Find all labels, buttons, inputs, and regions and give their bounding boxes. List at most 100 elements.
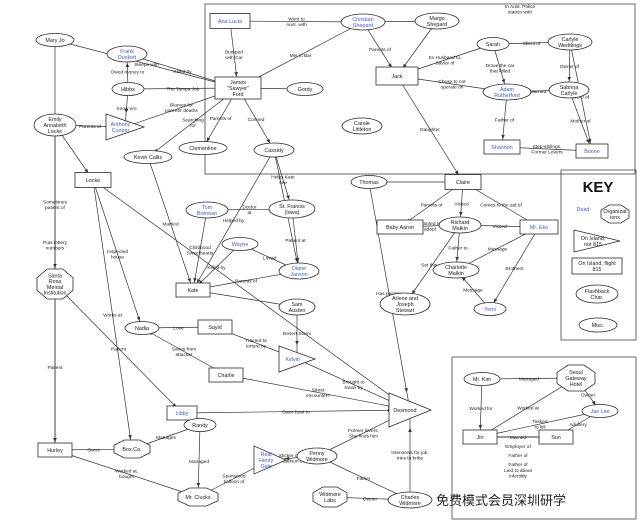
node-ellipse <box>178 141 228 155</box>
node-label: Sun <box>551 435 561 441</box>
node-mrkim: Mr. Kim <box>463 372 501 386</box>
edge-label: Know e/o <box>116 106 136 112</box>
edge-label: Owner of <box>560 64 580 70</box>
edge-label: Interviews for job,tries to bribe <box>391 450 429 461</box>
edge-charleswidmore-desmond: Interviews for job,tries to bribe <box>391 410 429 500</box>
edge-label: Employer of <box>505 444 531 450</box>
node-charlie: Charlie <box>208 367 244 383</box>
node-rect <box>209 13 251 29</box>
node-label: Locke <box>86 178 100 184</box>
node-rect <box>575 143 609 159</box>
node-label: Wayne <box>232 242 249 248</box>
edge-label: Loved <box>263 255 276 261</box>
node-ellipse <box>473 302 507 316</box>
node-ellipse <box>33 113 77 137</box>
edge-maryjo-sawyer: Sleeps with <box>54 39 239 89</box>
node-mreko: Mr. Eko <box>519 219 559 235</box>
edge-libby-desmond: Gave boat to <box>181 408 411 415</box>
edge-label: Met in Bar <box>290 53 312 59</box>
node-label: Mr. Kim <box>473 377 492 383</box>
node-kate: Kate <box>175 282 211 298</box>
node-triangle <box>388 392 433 428</box>
key-item-5: Misc. <box>578 317 618 333</box>
edge-label: Worked for <box>469 406 493 412</box>
edge-label: Owner <box>581 392 596 398</box>
node-kelvin: Kelvin <box>278 345 317 373</box>
edge-label: Message <box>488 246 508 252</box>
node-locke: Locke <box>74 172 112 188</box>
node-ellipse <box>432 261 480 279</box>
node-ellipse <box>414 12 460 30</box>
node-rect <box>175 282 211 298</box>
node-rect <box>74 172 112 188</box>
node-rect <box>375 66 419 86</box>
edge-label: Adultery <box>569 422 587 428</box>
node-desmond: Desmond <box>388 392 433 428</box>
node-octagon <box>556 364 596 392</box>
node-gordy: Gordy <box>286 82 324 96</box>
node-mrclucks: Mr. Clucks <box>177 487 219 507</box>
edge-label: Client of <box>523 41 541 47</box>
node-ellipse <box>286 82 324 96</box>
node-ana: Ana Lucia <box>209 13 251 29</box>
node-yemi: Yemi <box>473 302 507 316</box>
edge-label: Father of <box>508 453 528 459</box>
key-label: Dead <box>577 207 590 213</box>
node-octagon <box>177 487 219 507</box>
node-ellipse <box>183 418 217 432</box>
edge-sabrina-boone: Mother of <box>568 89 593 152</box>
node-rect <box>214 76 262 100</box>
key-item-2: On Island,not 815 <box>573 229 621 253</box>
node-ellipse <box>296 447 338 465</box>
node-ellipse <box>438 216 482 234</box>
node-libby: Libby <box>166 405 198 421</box>
node-label: Charlie <box>217 373 234 379</box>
node-ellipse <box>35 33 75 47</box>
node-kevin: Kevin Callis <box>123 150 173 164</box>
node-ellipse <box>268 199 316 219</box>
node-ellipse <box>548 81 590 99</box>
node-ellipse <box>340 13 386 31</box>
edge-santarosa-libby: Patient <box>54 283 183 414</box>
edge-label: Managed <box>189 459 209 465</box>
edge-label: Step-siblings,Former Lovers <box>531 144 563 155</box>
node-sayid: Sayid <box>197 319 233 335</box>
node-label: James"Sawyer"Ford <box>227 80 249 98</box>
node-label: Thomas <box>359 180 379 186</box>
node-ellipse <box>123 150 173 164</box>
node-ellipse <box>278 298 316 316</box>
node-rect <box>519 219 559 235</box>
edge-locke-boxco: Works at <box>92 179 133 450</box>
node-cassidy: Cassidy <box>253 142 295 158</box>
edge-label: Mother of <box>570 118 591 124</box>
edge-label: Owner <box>363 496 378 502</box>
key-frame <box>560 169 637 341</box>
edge-adam-shannon: Father of <box>495 91 515 148</box>
node-label: Sarah <box>486 42 500 48</box>
edge-label: Set this up <box>421 262 444 268</box>
node-octagon <box>113 439 151 459</box>
edge-label: Married <box>510 435 527 441</box>
